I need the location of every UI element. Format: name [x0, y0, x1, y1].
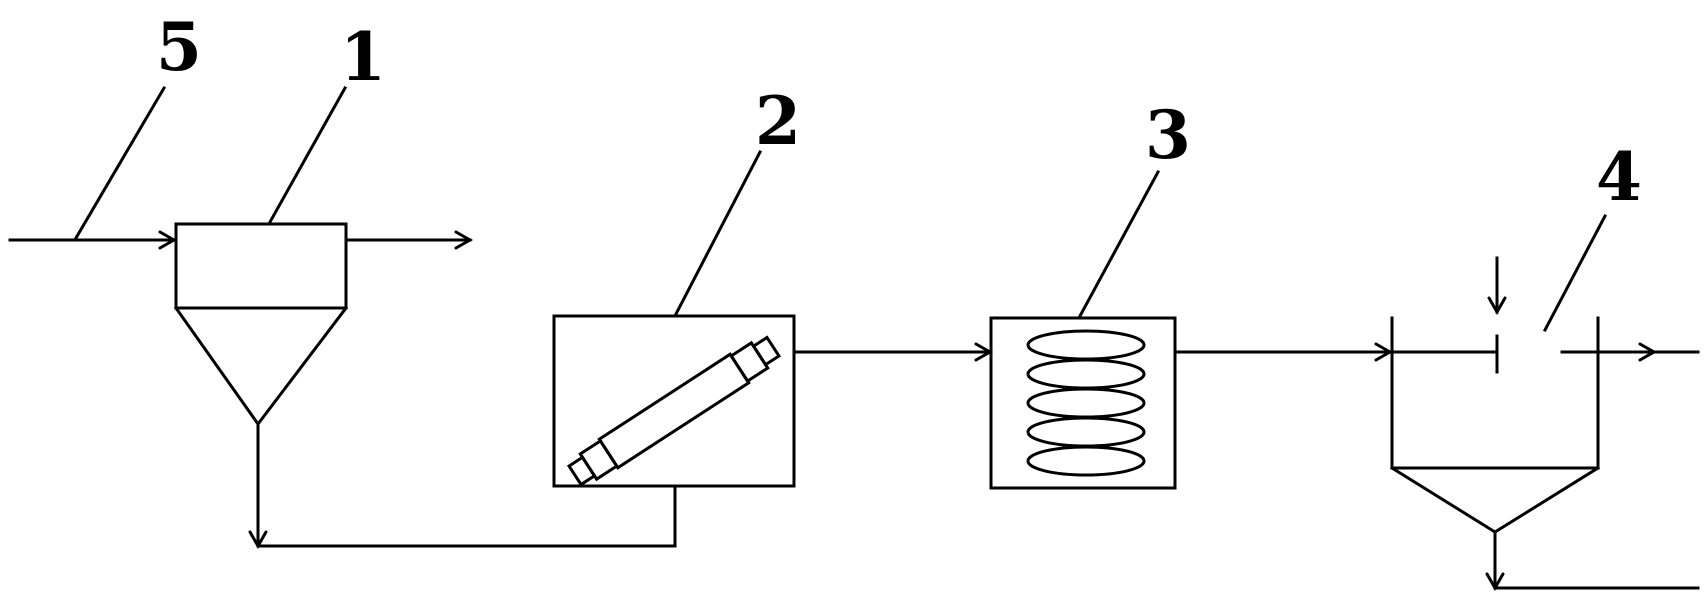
- label-2: 2: [755, 82, 801, 160]
- leader-line-3: [1077, 169, 1161, 319]
- underflow-return-line: [248, 422, 677, 550]
- unit-3-disc-box: [989, 316, 1177, 490]
- leader-line-1: [267, 85, 348, 225]
- label-1: 1: [340, 18, 386, 96]
- line-2-to-3: [792, 342, 994, 362]
- label-5: 5: [156, 8, 202, 86]
- cylinder-icon: [566, 335, 782, 487]
- line-3-to-4: [1173, 342, 1394, 362]
- leader-line-4: [1542, 213, 1608, 333]
- feed-inlet-line: [8, 230, 178, 250]
- unit-4-clarifier: [1389, 316, 1601, 534]
- unit-1-settling-tank: [173, 222, 349, 427]
- label-3: 3: [1145, 96, 1191, 174]
- reagent-inlet-arrow: [1487, 256, 1507, 316]
- sludge-outlet-line: [1485, 530, 1700, 592]
- unit-2-grinding-box: [552, 314, 796, 488]
- clarified-outlet-line: [1560, 342, 1700, 362]
- overflow-outlet-line: [344, 230, 474, 250]
- leader-line-5: [73, 85, 167, 241]
- leader-line-2: [673, 149, 763, 317]
- label-4: 4: [1596, 138, 1642, 216]
